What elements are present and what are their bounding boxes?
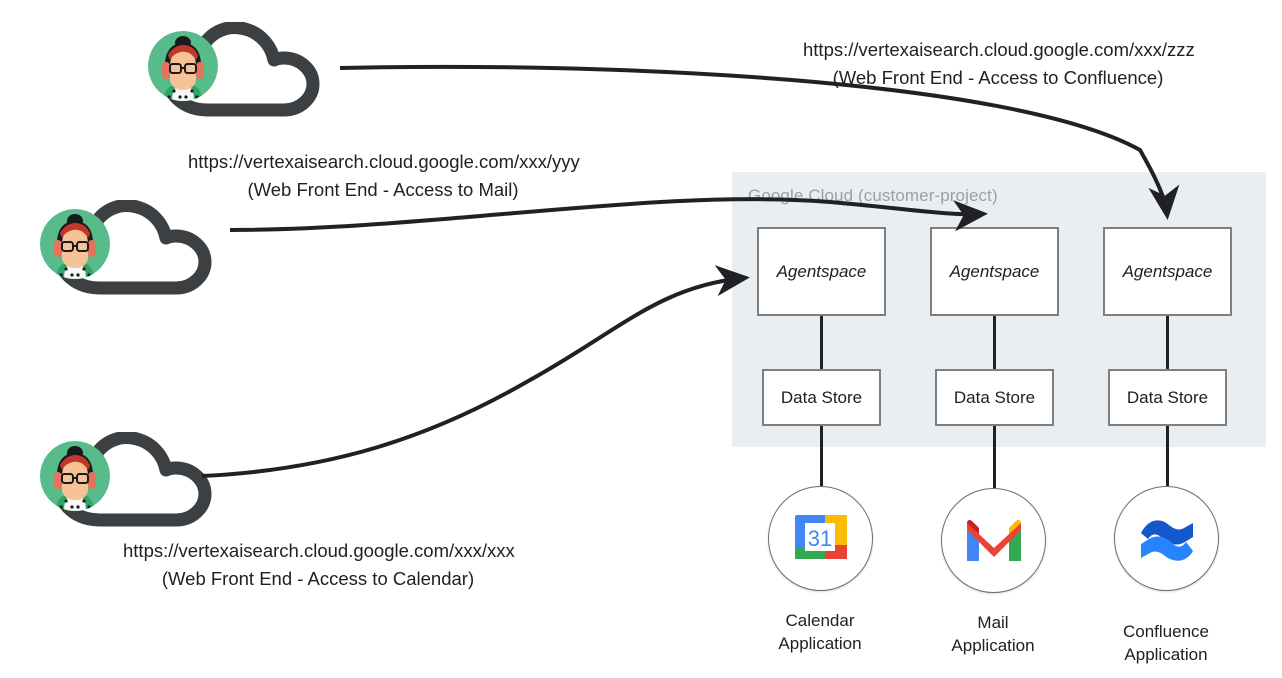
arrow-actor-calendar-to-agentspace: [201, 265, 750, 478]
agentspace-label: Agentspace: [949, 261, 1040, 281]
agentspace-box-mail[interactable]: Agentspace: [930, 227, 1059, 316]
connector-datastore-app-calendar: [820, 426, 823, 486]
user-avatar-icon: [40, 209, 110, 279]
data-store-label: Data Store: [953, 387, 1036, 407]
app-caption-line1: Confluence: [1122, 622, 1209, 641]
google-calendar-icon: 31: [791, 509, 851, 569]
data-store-box-calendar[interactable]: Data Store: [762, 369, 881, 426]
actor-confluence[interactable]: [140, 22, 350, 122]
app-caption-line2: Application: [951, 635, 1035, 655]
actor-calendar[interactable]: [32, 432, 242, 532]
url-description: (Web Front End - Access to Calendar): [161, 567, 475, 589]
agentspace-label: Agentspace: [1122, 261, 1213, 281]
app-caption-line2: Application: [1124, 644, 1208, 664]
data-store-box-mail[interactable]: Data Store: [935, 369, 1054, 426]
url-caption-mail: https://vertexaisearch.cloud.google.com/…: [188, 148, 580, 204]
connector-agentspace-datastore-mail: [993, 316, 996, 370]
user-avatar-icon: [148, 31, 218, 101]
app-caption-line1: Mail: [977, 613, 1009, 632]
url-text: https://vertexaisearch.cloud.google.com/…: [188, 151, 580, 172]
url-caption-calendar: https://vertexaisearch.cloud.google.com/…: [123, 537, 515, 593]
connector-datastore-app-mail: [993, 426, 996, 488]
app-caption-line1: Calendar: [785, 611, 855, 630]
app-caption-line2: Application: [778, 633, 862, 653]
user-avatar-icon: [40, 441, 110, 511]
url-caption-confluence: https://vertexaisearch.cloud.google.com/…: [803, 36, 1195, 92]
gmail-icon: [963, 517, 1025, 565]
url-description: (Web Front End - Access to Mail): [247, 178, 519, 200]
agentspace-box-confluence[interactable]: Agentspace: [1103, 227, 1232, 316]
app-caption-confluence: Confluence Application: [1066, 621, 1266, 667]
connector-agentspace-datastore-confluence: [1166, 316, 1169, 370]
app-circle-calendar[interactable]: 31: [768, 486, 873, 591]
url-description: (Web Front End - Access to Confluence): [832, 66, 1164, 88]
url-text: https://vertexaisearch.cloud.google.com/…: [123, 540, 515, 561]
data-store-label: Data Store: [780, 387, 863, 407]
agentspace-label: Agentspace: [776, 261, 867, 281]
app-caption-calendar: Calendar Application: [720, 610, 920, 656]
data-store-label: Data Store: [1126, 387, 1209, 407]
connector-datastore-app-confluence: [1166, 426, 1169, 486]
url-text: https://vertexaisearch.cloud.google.com/…: [803, 39, 1195, 60]
app-circle-confluence[interactable]: [1114, 486, 1219, 591]
app-caption-mail: Mail Application: [893, 612, 1093, 658]
data-store-box-confluence[interactable]: Data Store: [1108, 369, 1227, 426]
agentspace-box-calendar[interactable]: Agentspace: [757, 227, 886, 316]
confluence-icon: [1136, 511, 1198, 567]
actor-mail[interactable]: [32, 200, 242, 300]
calendar-day-number: 31: [807, 526, 831, 551]
app-circle-mail[interactable]: [941, 488, 1046, 593]
google-cloud-container-label: Google Cloud (customer-project): [748, 186, 998, 205]
connector-agentspace-datastore-calendar: [820, 316, 823, 370]
